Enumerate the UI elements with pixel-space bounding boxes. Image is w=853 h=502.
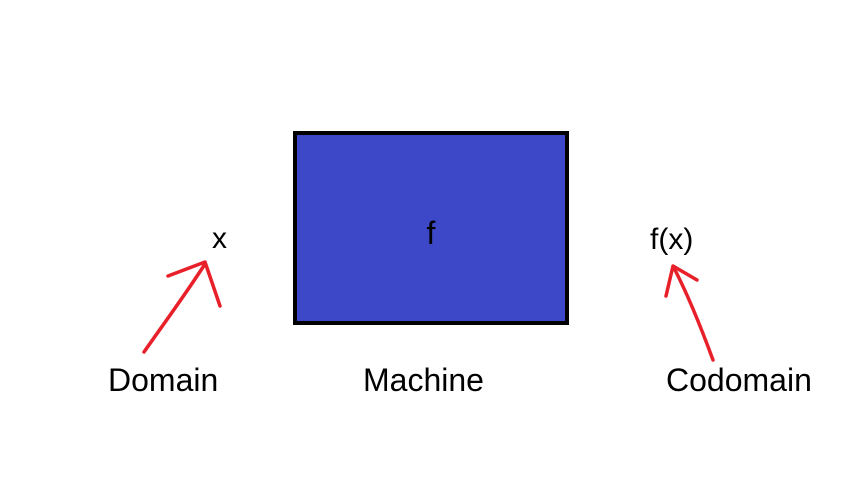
domain-caption: Domain	[108, 362, 219, 398]
codomain-arrow-shaft	[672, 266, 715, 362]
machine-symbol: f	[426, 215, 436, 251]
codomain-caption: Codomain	[666, 362, 812, 398]
machine-caption: Machine	[363, 362, 484, 398]
codomain-arrow	[664, 264, 715, 362]
machine-box: f	[293, 131, 569, 325]
input-symbol: x	[212, 222, 227, 255]
codomain-arrow-head	[664, 264, 699, 298]
output-symbol: f(x)	[650, 223, 694, 256]
domain-arrow-head	[166, 260, 222, 308]
domain-arrow-shaft	[142, 262, 207, 354]
domain-arrow	[142, 260, 222, 354]
